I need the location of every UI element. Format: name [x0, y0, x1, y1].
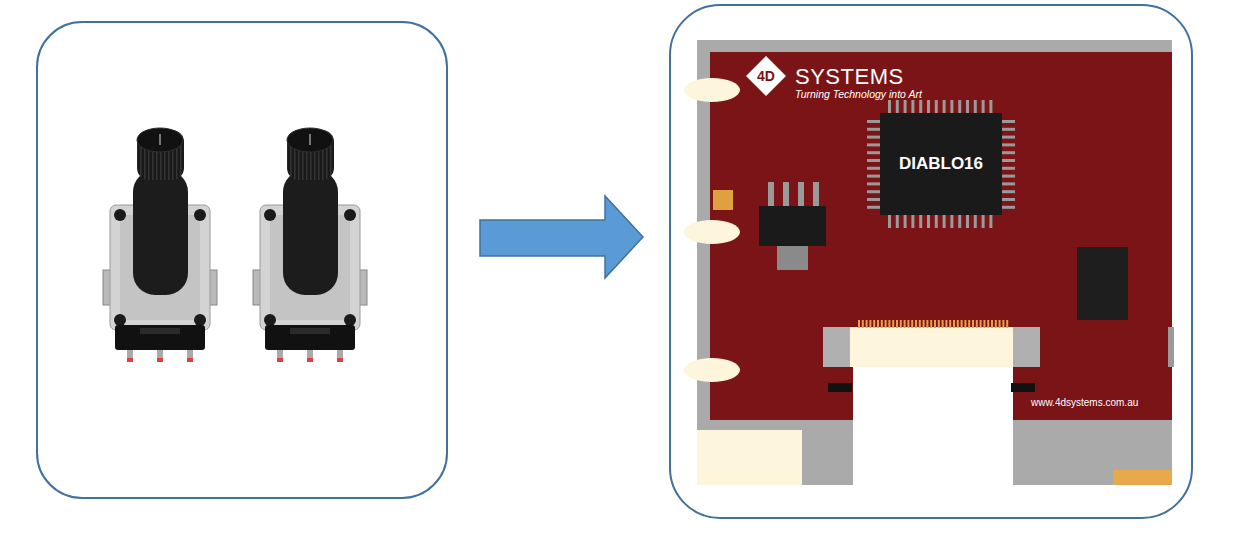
chip-body: DIABLO16	[880, 113, 1002, 215]
brand-name: SYSTEMS	[795, 64, 904, 90]
logo-diamond: 4D	[745, 55, 787, 97]
website-url: www.4dsystems.com.au	[1031, 397, 1138, 408]
node-text: 4D	[757, 68, 775, 84]
node-text: DIABLO16	[899, 154, 983, 174]
brand-tagline: Turning Technology into Art	[795, 88, 922, 100]
